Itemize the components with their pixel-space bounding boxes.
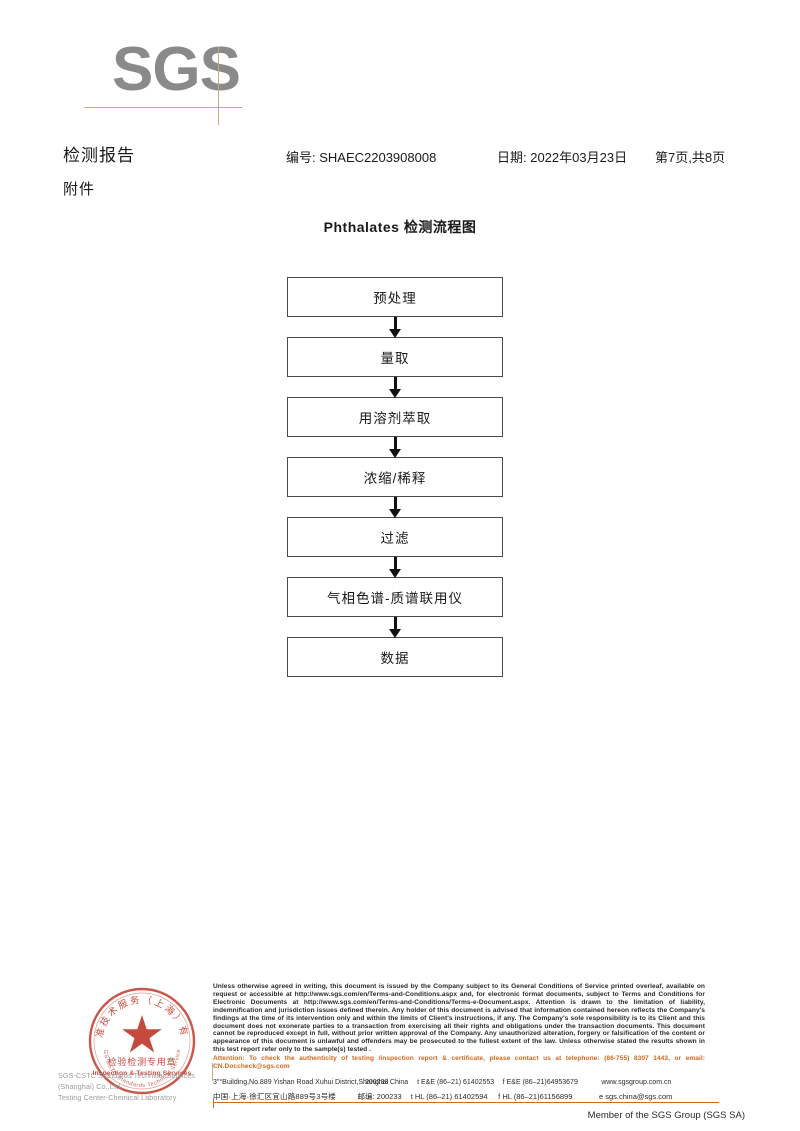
website-link[interactable]: www.sgsgroup.com.cn [601,1079,672,1086]
flowchart: 预处理 量取 用溶剂萃取 浓缩/稀释 过滤 气相色谱-质谱联用仪 数据 [287,277,503,677]
flow-step-box: 浓缩/稀释 [287,457,503,497]
flow-step-box: 预处理 [287,277,503,317]
phone-cn-2: f HL (86–21)61156899 [498,1092,573,1101]
flow-step-box: 用溶剂萃取 [287,397,503,437]
legal-body-text: Unless otherwise agreed in writing, this… [213,983,705,1054]
flow-arrow-down-icon [287,437,503,458]
flowchart-title: Phthalates 检测流程图 [323,219,477,235]
flow-step-box: 量取 [287,337,503,377]
footer-side-tick [212,1063,213,1081]
page-subtitle: 附件 [63,181,96,198]
flow-step-box: 数据 [287,637,503,677]
address-row-en: 3"°Building,No.889 Yishan Road Xuhui Dis… [213,1079,713,1091]
footer-divider [213,1102,719,1104]
page-title: 检测报告 [63,146,135,165]
seal-graphic: 国际标准技术服务（上海）有限公司 SGS-CSTC Standards Tech… [86,985,196,1095]
phone-cn-1: t HL (86–21) 61402594 [410,1092,488,1101]
sgs-logo-text: SGS [112,35,241,104]
attention-notice: Attention: To check the authenticity of … [213,1055,705,1071]
logo-vertical-rule [218,47,219,125]
laboratory-company-name: SGS-CSTC Standards Technical Services (S… [58,1070,228,1103]
member-of-group-line: Member of the SGS Group (SGS SA) [587,1110,745,1121]
flow-arrow-down-icon [287,557,503,578]
official-seal-stamp: 国际标准技术服务（上海）有限公司 SGS-CSTC Standards Tech… [86,985,198,1097]
footer-address-block: 3"°Building,No.889 Yishan Road Xuhui Dis… [213,1079,713,1103]
flow-arrow-down-icon [287,617,503,638]
flow-step-box: 气相色谱-质谱联用仪 [287,577,503,617]
report-date: 日期: 2022年03月23日 [497,150,628,165]
address-row-cn: 中国·上海·徐汇区宜山路889号3号楼 邮编: 200233 t HL (86–… [213,1091,713,1103]
email-link[interactable]: e sgs.china@sgs.com [598,1092,673,1101]
sgs-logo: SGS [84,35,264,125]
report-number: 编号: SHAEC2203908008 [286,150,437,165]
phone-en-2: f E&E (86–21)64953679 [502,1079,578,1086]
address-en: 3"°Building,No.889 Yishan Road Xuhui Dis… [213,1079,409,1086]
zip-cn: 邮编: 200233 [357,1092,402,1101]
address-cn: 中国·上海·徐汇区宜山路889号3号楼 [213,1092,336,1101]
svg-text:检验检测专用章: 检验检测专用章 [108,1056,177,1067]
flow-step-box: 过滤 [287,517,503,557]
zip-en: 200233 [365,1079,389,1086]
company-line-1: SGS-CSTC Standards Technical Services (S… [58,1071,195,1091]
phone-en-1: t E&E (86–21) 61402553 [417,1079,495,1086]
legal-disclaimer: Unless otherwise agreed in writing, this… [213,983,705,1071]
flow-arrow-down-icon [287,497,503,518]
company-line-2: Testing Center-Chemical Laboratory [58,1093,177,1102]
page-indicator: 第7页,共8页 [655,150,726,165]
svg-text:Inspection & Testing Services: Inspection & Testing Services [92,1070,191,1077]
logo-horizontal-rule [84,107,242,108]
flow-arrow-down-icon [287,377,503,398]
flow-arrow-down-icon [287,317,503,338]
